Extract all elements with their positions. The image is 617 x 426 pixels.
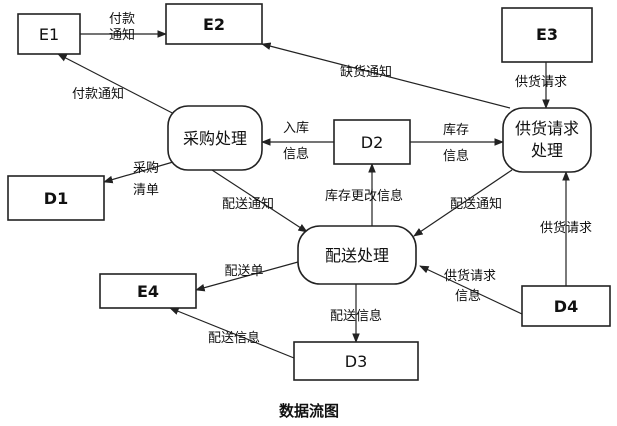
label-purchase-list-2: 清单 [133, 183, 159, 198]
flow-delivery-e4 [195, 261, 299, 292]
flow-d4-delivery [419, 265, 523, 315]
process-delivery: 配送处理 [297, 225, 417, 285]
supply-label-line1: 供货请求 [515, 119, 579, 138]
d3-label: D3 [345, 352, 368, 371]
datastore-d3: D3 [293, 341, 419, 381]
e4-label: E4 [137, 282, 159, 301]
process-supply-request: 供货请求 处理 [502, 107, 592, 173]
label-supply-info-2: 信息 [455, 288, 481, 304]
label-supply-request-e3: 供货请求 [515, 74, 567, 90]
entity-d4: D4 [521, 285, 611, 327]
d1-label: D1 [44, 189, 68, 208]
label-pay-notice-2: 通知 [109, 27, 135, 43]
e1-label: E1 [39, 25, 59, 44]
supply-label-line2: 处理 [531, 141, 563, 160]
flow-supply-delivery [413, 169, 513, 237]
label-stock-2: 信息 [443, 148, 469, 164]
datastore-d2: D2 [333, 119, 411, 165]
e3-label: E3 [536, 25, 558, 44]
flow-d3-e4 [169, 307, 295, 359]
diagram-caption: 数据流图 [279, 402, 339, 420]
flow-purchase-e1 [57, 53, 183, 119]
entity-e3: E3 [501, 7, 593, 63]
flow-purchase-delivery [211, 169, 308, 233]
d2-label: D2 [361, 133, 384, 152]
delivery-label: 配送处理 [325, 246, 389, 265]
label-delivery-info-down: 配送信息 [330, 308, 382, 324]
e2-label: E2 [203, 15, 225, 34]
d4-label: D4 [554, 297, 578, 316]
label-purchase-list-1: 采购 [133, 160, 159, 176]
label-stock-change: 库存更改信息 [325, 188, 403, 204]
entity-e1: E1 [17, 13, 81, 55]
datastore-d1: D1 [7, 175, 105, 221]
label-supply-request-d4: 供货请求 [540, 220, 592, 236]
label-pay-notice: 付款通知 [72, 86, 124, 102]
label-delivery-notice-left: 配送通知 [222, 196, 274, 212]
label-delivery-slip: 配送单 [224, 264, 263, 279]
label-inbound-2: 信息 [283, 146, 309, 162]
flow-purchase-d1 [103, 159, 181, 184]
label-pay-notice-1: 付款 [109, 12, 135, 27]
label-inbound-1: 入库 [283, 120, 309, 136]
label-supply-info-1: 供货请求 [444, 268, 496, 284]
flow-supply-e2 [261, 42, 511, 109]
purchase-label: 采购处理 [183, 129, 247, 148]
entity-e2: E2 [165, 3, 263, 45]
entity-e4: E4 [99, 273, 197, 309]
label-shortage-notice: 缺货通知 [340, 64, 392, 80]
process-purchase: 采购处理 [167, 105, 263, 171]
label-delivery-notice-right: 配送通知 [450, 196, 502, 212]
label-stock-1: 库存 [443, 122, 469, 138]
label-delivery-info-left: 配送信息 [208, 330, 260, 346]
